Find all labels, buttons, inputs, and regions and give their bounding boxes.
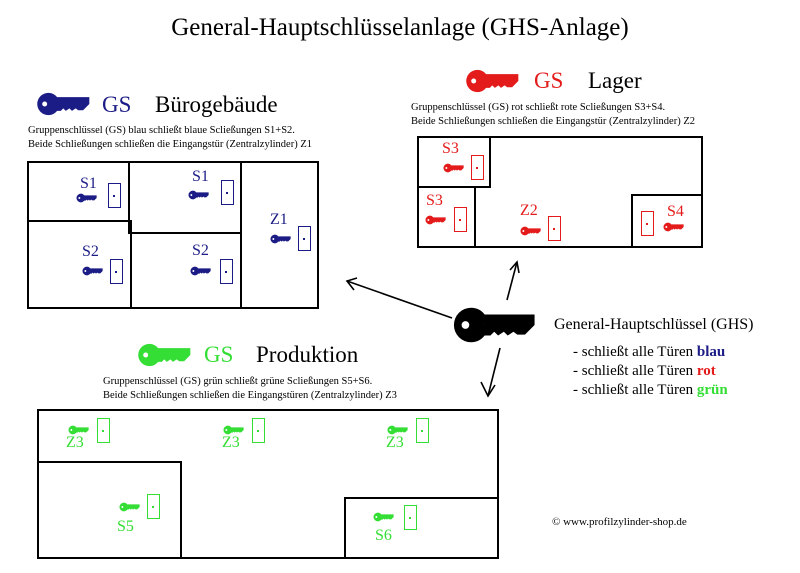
- room-label: S3: [426, 192, 443, 209]
- room-label: S2: [192, 242, 209, 259]
- lager-title: Lager: [588, 68, 642, 93]
- room-label: S1: [192, 168, 209, 185]
- produktion-desc-2: Beide Schließungen schließen die Eingang…: [103, 390, 397, 401]
- room-z1: [240, 161, 319, 309]
- master-key-icon: [453, 307, 535, 343]
- ghs-item-red: - schließt alle Türen rot: [573, 362, 728, 381]
- produktion-gs-label: GS: [204, 342, 234, 367]
- door-icon: [110, 259, 123, 284]
- ghs-list: - schließt alle Türen blau - schließt al…: [573, 343, 728, 400]
- lager-gs-label: GS: [534, 68, 564, 93]
- page-title: General-Hauptschlüsselanlage (GHS-Anlage…: [171, 14, 629, 41]
- room-label: Z3: [222, 434, 240, 451]
- copyright: © www.profilzylinder-shop.de: [552, 516, 687, 528]
- room-label: Z3: [66, 434, 84, 451]
- room-s3b: [417, 186, 476, 248]
- ghs-prefix: - schließt alle Türen: [573, 382, 694, 398]
- room-label: S2: [82, 243, 99, 260]
- room-label: Z1: [270, 211, 288, 228]
- room-s4: [631, 194, 703, 248]
- room-label: S6: [375, 527, 392, 544]
- room-s6: [344, 497, 499, 559]
- room-label: Z3: [386, 434, 404, 451]
- door-icon: [252, 418, 265, 443]
- door-icon: [220, 259, 233, 284]
- produktion-desc-1: Gruppenschlüssel (GS) grün schließt grün…: [103, 376, 373, 387]
- room-label: S3: [442, 140, 459, 157]
- door-icon: [108, 183, 121, 208]
- ghs-color-green: grün: [696, 382, 728, 398]
- buero-gs-label: GS: [102, 92, 132, 117]
- buero-desc-2: Beide Schließungen schließen die Eingang…: [28, 139, 312, 150]
- room-label: S4: [667, 203, 684, 220]
- ghs-label: General-Hauptschlüssel (GHS): [554, 316, 754, 333]
- door-icon: [548, 216, 561, 241]
- lager-desc-1: Gruppenschlüssel (GS) rot schließt rote …: [411, 102, 666, 113]
- ghs-prefix: - schließt alle Türen: [573, 344, 694, 360]
- ghs-prefix: - schließt alle Türen: [573, 363, 694, 379]
- arrow-to-produktion: [487, 347, 501, 397]
- buero-title: Bürogebäude: [155, 92, 278, 117]
- door-icon: [147, 494, 160, 519]
- buero-desc-1: Gruppenschlüssel (GS) blau schließt blau…: [28, 125, 295, 136]
- door-icon: [404, 505, 417, 530]
- room-label: S1: [80, 175, 97, 192]
- room-label: Z2: [520, 202, 538, 219]
- lager-desc-2: Beide Schließungen schließen die Eingang…: [411, 116, 695, 127]
- door-icon: [641, 211, 654, 236]
- ghs-color-red: rot: [696, 363, 716, 379]
- ghs-item-blue: - schließt alle Türen blau: [573, 343, 728, 362]
- door-icon: [221, 180, 234, 205]
- door-icon: [416, 418, 429, 443]
- ghs-color-blue: blau: [696, 344, 726, 360]
- produktion-title: Produktion: [256, 342, 359, 367]
- arrow-to-lager: [506, 261, 518, 301]
- room-s5: [37, 461, 182, 559]
- room-label: S5: [117, 518, 134, 535]
- door-icon: [471, 155, 484, 180]
- arrow-to-buero: [346, 280, 453, 319]
- door-icon: [97, 418, 110, 443]
- door-icon: [454, 207, 467, 232]
- door-icon: [298, 226, 311, 251]
- ghs-item-green: - schließt alle Türen grün: [573, 381, 728, 400]
